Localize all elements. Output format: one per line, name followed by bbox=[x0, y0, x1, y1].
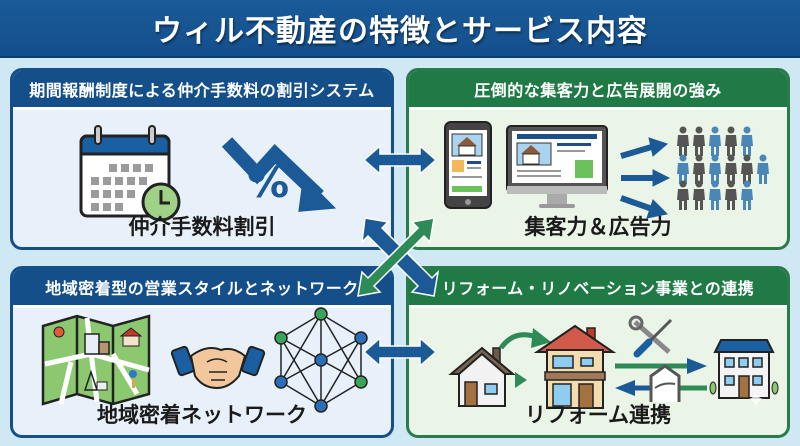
handshake-icon bbox=[170, 345, 266, 390]
network-icon bbox=[274, 307, 368, 413]
downtrend-arrow-icon bbox=[221, 137, 337, 212]
renovated-house-icon bbox=[533, 324, 617, 409]
panel-marketing-strength: 圧倒的な集客力と広告展開の強み bbox=[406, 68, 790, 250]
old-house-icon bbox=[448, 346, 516, 407]
panel-reform-partnership: リフォーム・リノベーション事業との連携 bbox=[406, 266, 790, 438]
panel-local-network: 地域密着型の営業スタイルとネットワーク bbox=[10, 266, 394, 438]
header-banner: ウィル不動産の特徴とサービス内容 bbox=[0, 0, 800, 58]
panel-title: 期間報酬制度による仲介手数料の割引システム bbox=[13, 71, 391, 107]
panel-caption: 仲介手数料割引 bbox=[128, 215, 276, 239]
monitor-listing-icon bbox=[506, 125, 608, 208]
panel-title: リフォーム・リノベーション事業との連携 bbox=[409, 269, 787, 305]
window-frame-icon bbox=[649, 364, 681, 402]
arrows-icon bbox=[620, 137, 671, 219]
percent-icon: % bbox=[247, 158, 290, 207]
apartment-icon bbox=[709, 339, 779, 399]
people-crowd-icon bbox=[677, 126, 769, 210]
local-map-icon bbox=[41, 314, 151, 406]
panel-commission-discount: 期間報酬制度による仲介手数料の割引システム % 仲介手数料割引 bbox=[10, 68, 394, 250]
panel-title: 地域密着型の営業スタイルとネットワーク bbox=[13, 269, 391, 305]
sparkle-icon: ✦ bbox=[746, 388, 765, 413]
calendar-clock-icon bbox=[79, 125, 181, 222]
page-title: ウィル不動産の特徴とサービス内容 bbox=[152, 14, 648, 49]
panel-caption: 地域密着ネットワーク bbox=[97, 403, 307, 427]
tools-icon bbox=[628, 315, 673, 358]
smartphone-listing-icon bbox=[444, 121, 492, 209]
transform-arrow-icon bbox=[498, 328, 551, 388]
panel-title: 圧倒的な集客力と広告展開の強み bbox=[409, 71, 787, 107]
panel-caption: リフォーム連携 bbox=[524, 403, 672, 427]
panel-caption: 集客力＆広告力 bbox=[524, 215, 672, 239]
